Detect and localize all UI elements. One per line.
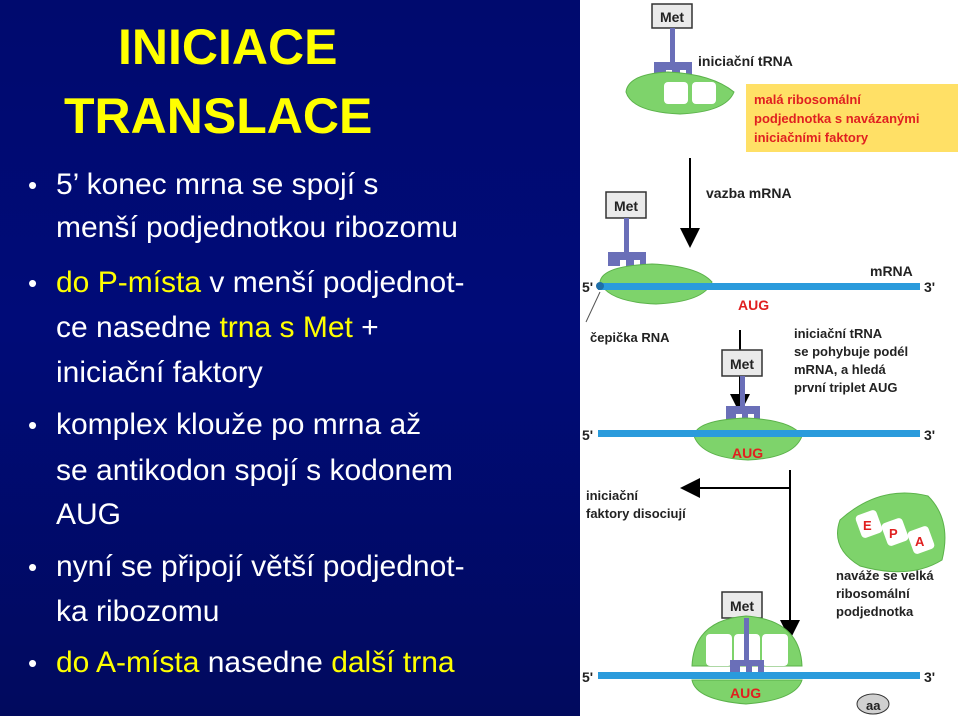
- aug-label: AUG: [738, 297, 769, 313]
- ribosome-site-slot: [664, 82, 688, 104]
- bullet-text: iniciační faktory: [56, 356, 263, 389]
- stage-mrna-binding: Met 5' 3' mRNA AUG čepička RNA iniciační…: [582, 191, 935, 414]
- three-prime-label: 3': [924, 427, 935, 443]
- stage-small-subunit: Met iniciační tRNA malá ribosomální podj…: [625, 3, 958, 152]
- met-box: [605, 191, 647, 219]
- bullet-text: 5’ konec mrna se spojí s: [56, 168, 379, 201]
- bullet-text-part: ce nasedne: [56, 311, 220, 344]
- bullet-text: nyní se připojí větší podjednot-: [56, 550, 465, 583]
- stage-aug-recognition: Met 5' 3' AUG: [582, 349, 935, 461]
- small-subunit-shape: [691, 679, 803, 705]
- met-box: [721, 591, 763, 619]
- bullet-text: AUG: [56, 498, 122, 531]
- bullet-accent-text: další trna: [331, 646, 455, 679]
- five-prime-label: 5': [582, 279, 593, 295]
- site-label: A: [915, 534, 925, 549]
- ribosome-site-slot: [706, 634, 732, 666]
- bullet-dot-icon: •: [28, 410, 38, 440]
- factors-note: iniciační: [586, 488, 638, 503]
- cap-pointer: [585, 291, 601, 323]
- small-subunit-note: malá ribosomální: [754, 92, 861, 107]
- ribosome-site-slot: [907, 526, 935, 554]
- bullet-dot-icon: •: [28, 170, 38, 200]
- bullet-text-part: +: [352, 311, 379, 344]
- slide-title-line-1: INICIACE: [118, 19, 338, 75]
- cap-icon: [596, 282, 604, 290]
- cap-label: čepička RNA: [590, 330, 670, 345]
- three-prime-label: 3': [924, 669, 935, 685]
- stage-assembled-ribosome: Met E A 5' 3' AUG aa: [582, 591, 935, 715]
- mrna-strand: [598, 672, 920, 679]
- five-prime-label: 5': [582, 427, 593, 443]
- bullet-accent-text: trna s Met: [219, 311, 353, 344]
- large-subunit-floating: E P A naváže se velká ribosomální podjed…: [836, 492, 946, 619]
- bullet-accent-text: do P-místa: [56, 266, 202, 299]
- ribosome-site-slot: [762, 634, 788, 666]
- met-label: Met: [730, 598, 754, 614]
- met-label: Met: [660, 9, 684, 25]
- bullet-dot-icon: •: [28, 552, 38, 582]
- small-subunit-note: iniciačními faktory: [754, 130, 869, 145]
- bullet-text: do A-místa nasedne další trna: [56, 643, 455, 683]
- ribosome-site-slot: [881, 518, 909, 546]
- mrna-label: mRNA: [870, 263, 913, 279]
- mrna-strand: [598, 283, 920, 290]
- met-label: Met: [614, 198, 638, 214]
- mrna-strand: [598, 430, 920, 437]
- bullet-text: ka ribozomu: [56, 595, 220, 628]
- met-box: [651, 3, 693, 29]
- trna-anticodon-icon: [608, 252, 646, 266]
- mrna-binding-label: vazba mRNA: [706, 185, 792, 201]
- bullet-text: se antikodon spojí s kodonem: [56, 454, 453, 487]
- amino-acid-bubble: [856, 693, 890, 715]
- ribosome-site-slot: [692, 82, 716, 104]
- bullet-text: komplex klouže po mrna až: [56, 408, 422, 441]
- bullet-text-rest: v menší podjednot-: [201, 266, 465, 299]
- site-label: P: [889, 526, 898, 541]
- scanning-note: první triplet AUG: [794, 380, 898, 395]
- slide-text-panel: INICIACE TRANSLACE • 5’ konec mrna se sp…: [0, 0, 580, 716]
- bullet-text: menší podjednotkou ribozomu: [56, 211, 458, 244]
- large-subunit-note: naváže se velká: [836, 568, 934, 583]
- trna-stem-icon: [744, 618, 749, 660]
- factors-note: faktory disociují: [586, 506, 686, 521]
- bullet-text: ce nasedne trna s Met +: [56, 308, 379, 348]
- site-label: A: [770, 646, 780, 661]
- trna-anticodon-icon: [730, 660, 764, 672]
- ribosome-site-slot: [855, 510, 883, 538]
- site-label: E: [714, 646, 723, 661]
- aug-label: AUG: [730, 685, 761, 701]
- trna-stem-icon: [740, 376, 745, 406]
- small-subunit-note-box: [746, 84, 958, 152]
- trna-stem-icon: [624, 218, 629, 252]
- large-subunit-note: ribosomální: [836, 586, 910, 601]
- bullet-dot-icon: •: [28, 648, 38, 678]
- scanning-note: mRNA, a hledá: [794, 362, 887, 377]
- translation-initiation-diagram: Met iniciační tRNA malá ribosomální podj…: [582, 3, 958, 715]
- site-label: E: [863, 518, 872, 533]
- aa-label: aa: [866, 698, 881, 713]
- small-subunit-note: podjednotka s navázanými: [754, 111, 919, 126]
- met-label: Met: [730, 356, 754, 372]
- bullet-list: • 5’ konec mrna se spojí s menší podjedn…: [28, 168, 465, 683]
- scanning-note: iniciační tRNA: [794, 326, 883, 341]
- large-subunit-note: podjednotka: [836, 604, 914, 619]
- trna-stem-icon: [670, 28, 675, 62]
- bullet-dot-icon: •: [28, 268, 38, 298]
- bullet-text-rest: nasedne: [199, 646, 332, 679]
- trna-anticodon-icon: [726, 406, 760, 420]
- bullet-text: do P-místa v menší podjednot-: [56, 263, 465, 303]
- three-prime-label: 3': [924, 279, 935, 295]
- scanning-note: se pohybuje podél: [794, 344, 908, 359]
- bullet-accent-text: do A-místa: [56, 646, 200, 679]
- five-prime-label: 5': [582, 669, 593, 685]
- initiator-trna-label: iniciační tRNA: [698, 53, 793, 69]
- aug-label: AUG: [732, 445, 763, 461]
- slide-title-line-2: TRANSLACE: [64, 88, 373, 144]
